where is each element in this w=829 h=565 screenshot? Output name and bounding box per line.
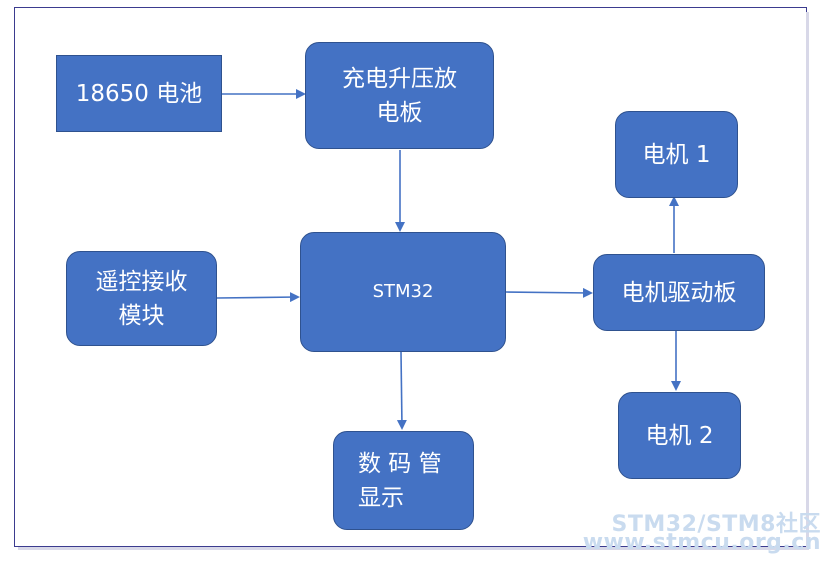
display-label-line2: 显示 — [358, 484, 404, 511]
charger-label-line1: 充电升压放 — [342, 65, 457, 92]
motor2-node: 电机 2 — [618, 392, 741, 479]
motor2-label: 电机 2 — [645, 422, 714, 449]
charger-label-line2: 电板 — [376, 99, 423, 126]
stm32-node: STM32 — [300, 232, 506, 352]
arrow-stm32-to-display — [396, 351, 407, 430]
remote-receiver-node: 遥控接收 模块 — [66, 251, 217, 346]
arrow-remote-to-stm32 — [216, 292, 300, 303]
battery-node: 18650 电池 — [56, 55, 222, 132]
arrow-stm32-to-driver — [505, 287, 593, 298]
display-node: 数 码 管 显示 — [333, 431, 474, 530]
motor1-node: 电机 1 — [615, 111, 738, 198]
display-label-line1: 数 码 管 — [358, 450, 442, 477]
battery-label: 18650 电池 — [75, 80, 203, 107]
motor1-label: 电机 1 — [642, 141, 711, 168]
frame-shadow-right — [806, 12, 809, 550]
charger-board-node: 充电升压放 电板 — [305, 42, 494, 149]
motor-driver-label: 电机驱动板 — [621, 279, 737, 306]
motor-driver-node: 电机驱动板 — [593, 254, 765, 331]
remote-label-line1: 遥控接收 — [95, 268, 188, 295]
watermark-line1: STM32/STM8社区 — [611, 512, 821, 537]
remote-label-line2: 模块 — [118, 302, 165, 329]
watermark-line2: www.stmcu.org.cn — [582, 530, 821, 555]
stm32-label: STM32 — [372, 281, 434, 302]
frame-shadow-bottom — [18, 547, 808, 550]
